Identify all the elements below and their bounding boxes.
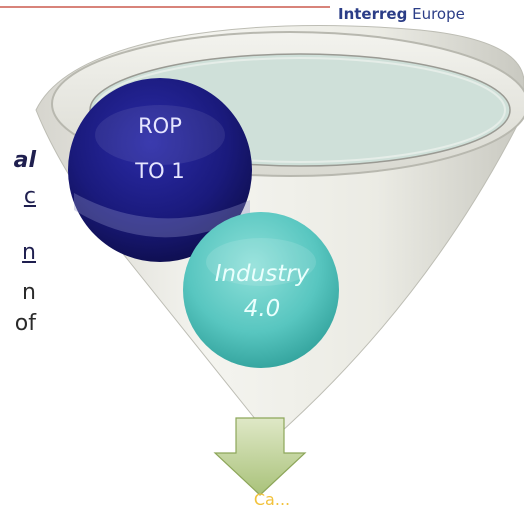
industry-label: Industry (215, 261, 310, 287)
left-text-fragment-5: of (14, 311, 36, 336)
interreg-europe-logo: Interreg Europe (338, 5, 465, 23)
bottom-caption: Ca... (0, 490, 524, 509)
industry-4-circle (183, 212, 339, 368)
brand-name: Interreg (338, 5, 408, 23)
to1-label: TO 1 (134, 159, 184, 183)
bottom-caption-text: Ca... (253, 490, 291, 509)
rop-label: ROP (138, 114, 182, 138)
down-arrow-icon (213, 417, 307, 496)
left-text-fragment-4: n (22, 280, 36, 305)
industry-version-label: 4.0 (244, 296, 281, 322)
left-text-fragment-3: n (22, 240, 36, 265)
brand-region: Europe (412, 5, 465, 23)
rop-to1-circle (68, 78, 252, 262)
left-text-fragment-1: al (13, 148, 36, 173)
top-divider-line (0, 6, 330, 8)
left-text-fragment-2: c (23, 184, 36, 209)
